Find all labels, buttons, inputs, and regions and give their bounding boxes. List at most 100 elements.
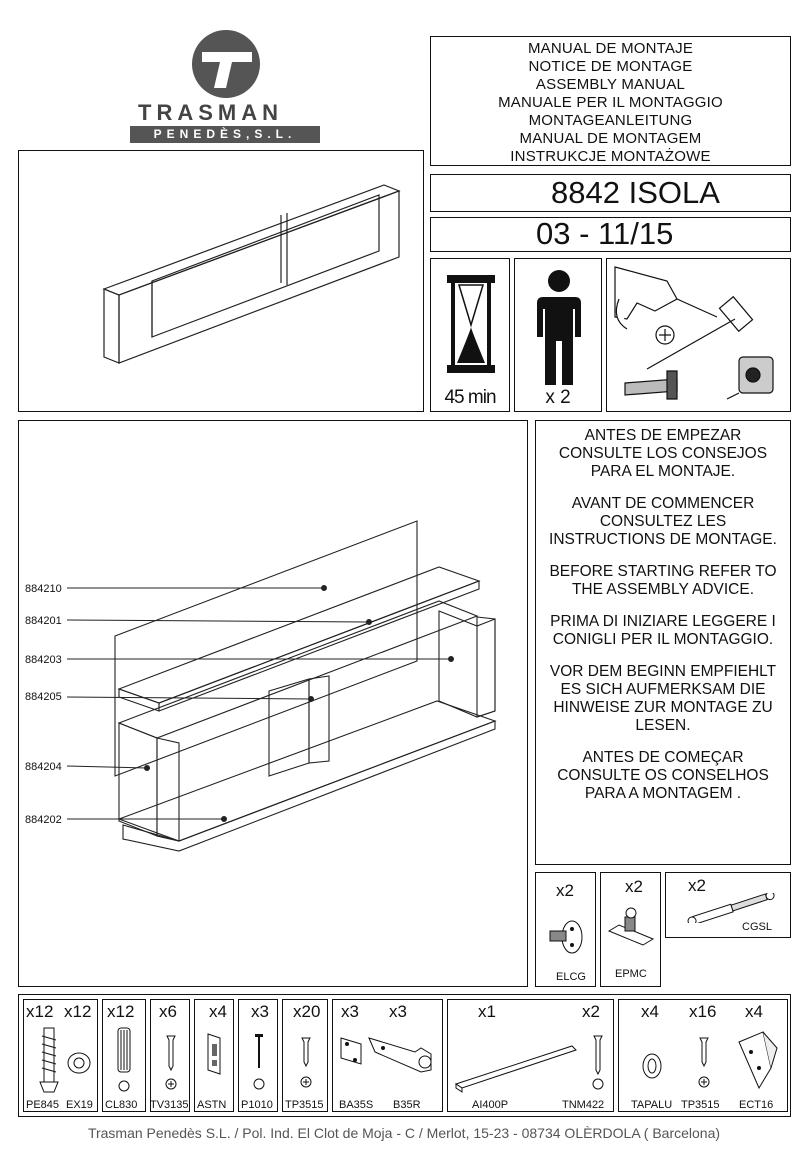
hardware-group: x3 P1010 — [238, 999, 278, 1112]
hardware-group: x12 CL830 — [102, 999, 146, 1112]
hardware-group: x3 x3 BA35S B35R — [332, 999, 443, 1112]
hardware-code: CL830 — [105, 1099, 138, 1111]
hardware-code: P1010 — [241, 1099, 273, 1111]
nail-icon — [253, 1034, 265, 1090]
product-drawing — [102, 184, 401, 364]
product-name: 8842 ISOLA — [551, 175, 720, 210]
manual-title: MONTAGEANLEITUNG — [528, 112, 693, 129]
brand-logo: TRASMAN PENEDÈS,S.L. — [128, 28, 328, 143]
time-label: 45 min — [444, 387, 496, 408]
tools-box — [606, 258, 791, 412]
product-date-box: 03 - 11/15 — [430, 217, 791, 252]
dowel-icon — [117, 1027, 131, 1092]
person-icon — [537, 270, 581, 385]
hardware-qty: x2 — [688, 876, 706, 895]
cam-lock-icon — [67, 1052, 91, 1074]
hinge-icon — [340, 1037, 432, 1073]
manual-titles-box: MANUAL DE MONTAJE NOTICE DE MONTAGE ASSE… — [430, 36, 791, 166]
corner-bracket-icon — [738, 1031, 778, 1090]
hardware-code: ASTN — [197, 1099, 227, 1111]
hardware-cgsl-box: x2 CGSL — [665, 872, 791, 938]
hardware-qty: x16 — [689, 1002, 717, 1021]
product-overview-box — [18, 150, 424, 412]
hardware-qty: x4 — [209, 1002, 227, 1021]
hardware-qty: x3 — [251, 1002, 269, 1021]
hardware-code: TAPALU — [631, 1099, 673, 1111]
hardware-code: TNM422 — [562, 1099, 605, 1111]
persons-box: x 2 — [514, 258, 602, 412]
hardware-qty: x2 — [556, 881, 574, 900]
part-code-label: 884203 — [25, 654, 62, 666]
manual-title: MANUAL DE MONTAGEM — [519, 130, 702, 147]
logo-mark-icon — [192, 30, 260, 98]
hardware-qty: x12 — [64, 1002, 92, 1021]
advice-text: ANTES DE EMPEZAR CONSULTE LOS CONSEJOS P… — [558, 427, 768, 480]
brand-name: TRASMAN — [138, 100, 283, 125]
advice-text: ANTES DE COMEÇAR CONSULTE OS CONSELHOS P… — [557, 749, 769, 802]
hardware-group: x20 TP3515 — [282, 999, 328, 1112]
hardware-code: TP3515 — [681, 1099, 720, 1111]
hardware-code: TP3515 — [285, 1099, 324, 1111]
hardware-epmc-box: x2 EPMC — [600, 872, 661, 987]
hardware-strip: x12 x12 PE845 EX19 x12 CL830 x6 TV313 — [18, 994, 791, 1117]
hardware-group: x12 x12 PE845 EX19 — [23, 999, 98, 1112]
rail-icon — [454, 1035, 604, 1093]
product-date: 03 - 11/15 — [536, 216, 674, 251]
hardware-qty: x2 — [582, 1002, 600, 1021]
product-name-box: 8842 ISOLA — [430, 174, 791, 212]
support-bracket-icon — [207, 1033, 221, 1075]
hardware-group: x6 TV3135 — [150, 999, 190, 1112]
screw-icon — [300, 1037, 312, 1088]
part-code-label: 884205 — [25, 691, 62, 703]
hardware-qty: x12 — [107, 1002, 135, 1021]
hardware-group: x4 x16 x4 TAPALU TP3515 ECT16 — [618, 999, 788, 1112]
hardware-qty: x3 — [389, 1002, 407, 1021]
hardware-code: PE845 — [26, 1099, 60, 1111]
advice-box: ANTES DE EMPEZAR CONSULTE LOS CONSEJOS P… — [535, 420, 791, 865]
wall-bracket-icon — [549, 920, 583, 954]
manual-title: INSTRUKCJE MONTAŻOWE — [510, 148, 711, 165]
hourglass-icon — [447, 275, 495, 373]
footer-address: Trasman Penedès S.L. / Pol. Ind. El Clot… — [87, 1125, 721, 1141]
manual-title: MANUAL DE MONTAJE — [527, 40, 694, 57]
advice-text: PRIMA DI INIZIARE LEGGERE I CONIGLI PER … — [550, 613, 776, 648]
hardware-code: EPMC — [615, 968, 647, 980]
hardware-code: BA35S — [339, 1099, 374, 1111]
manual-title: NOTICE DE MONTAGE — [528, 58, 693, 75]
hardware-code: CGSL — [742, 921, 772, 933]
hardware-code: ELCG — [556, 971, 586, 983]
hardware-code: ECT16 — [739, 1099, 774, 1111]
hardware-qty: x12 — [26, 1002, 54, 1021]
brand-subtitle: PENEDÈS,S.L. — [130, 126, 320, 143]
exploded-view-box: 884210 884201 884203 884205 884204 88420… — [18, 420, 528, 987]
hardware-code: EX19 — [66, 1099, 93, 1111]
hardware-qty: x2 — [625, 877, 643, 896]
part-code-label: 884210 — [25, 583, 62, 595]
hardware-qty: x4 — [745, 1002, 763, 1021]
part-code-label: 884204 — [25, 761, 62, 773]
time-box: 45 min — [430, 258, 510, 412]
hardware-qty: x1 — [478, 1002, 496, 1021]
hardware-qty: x20 — [293, 1002, 321, 1021]
part-code-label: 884202 — [25, 814, 62, 826]
plate-bracket-icon — [607, 907, 655, 946]
hardware-group: x1 x2 AI400P TNM422 — [447, 999, 614, 1112]
screw-icon — [165, 1035, 177, 1090]
hardware-elcg-box: x2 ELCG — [535, 872, 596, 987]
cap-icon — [642, 1053, 662, 1079]
hardware-code: B35R — [393, 1099, 421, 1111]
hardware-qty: x3 — [341, 1002, 359, 1021]
manual-title: MANUALE PER IL MONTAGGIO — [498, 94, 723, 111]
advice-text: AVANT DE COMMENCER CONSULTEZ LES INSTRUC… — [549, 495, 777, 548]
hardware-code: TV3135 — [150, 1099, 189, 1111]
advice-text: VOR DEM BEGINN EMPFIEHLT ES SICH AUFMERK… — [549, 663, 777, 734]
tools-icon — [614, 266, 774, 400]
screw-icon — [39, 1027, 59, 1093]
screw-icon — [698, 1037, 710, 1088]
hardware-code: AI400P — [472, 1099, 509, 1111]
part-code-label: 884201 — [25, 615, 62, 627]
manual-title: ASSEMBLY MANUAL — [535, 76, 686, 93]
hardware-qty: x4 — [641, 1002, 659, 1021]
persons-label: x 2 — [545, 387, 571, 408]
hardware-group: x4 ASTN — [194, 999, 234, 1112]
